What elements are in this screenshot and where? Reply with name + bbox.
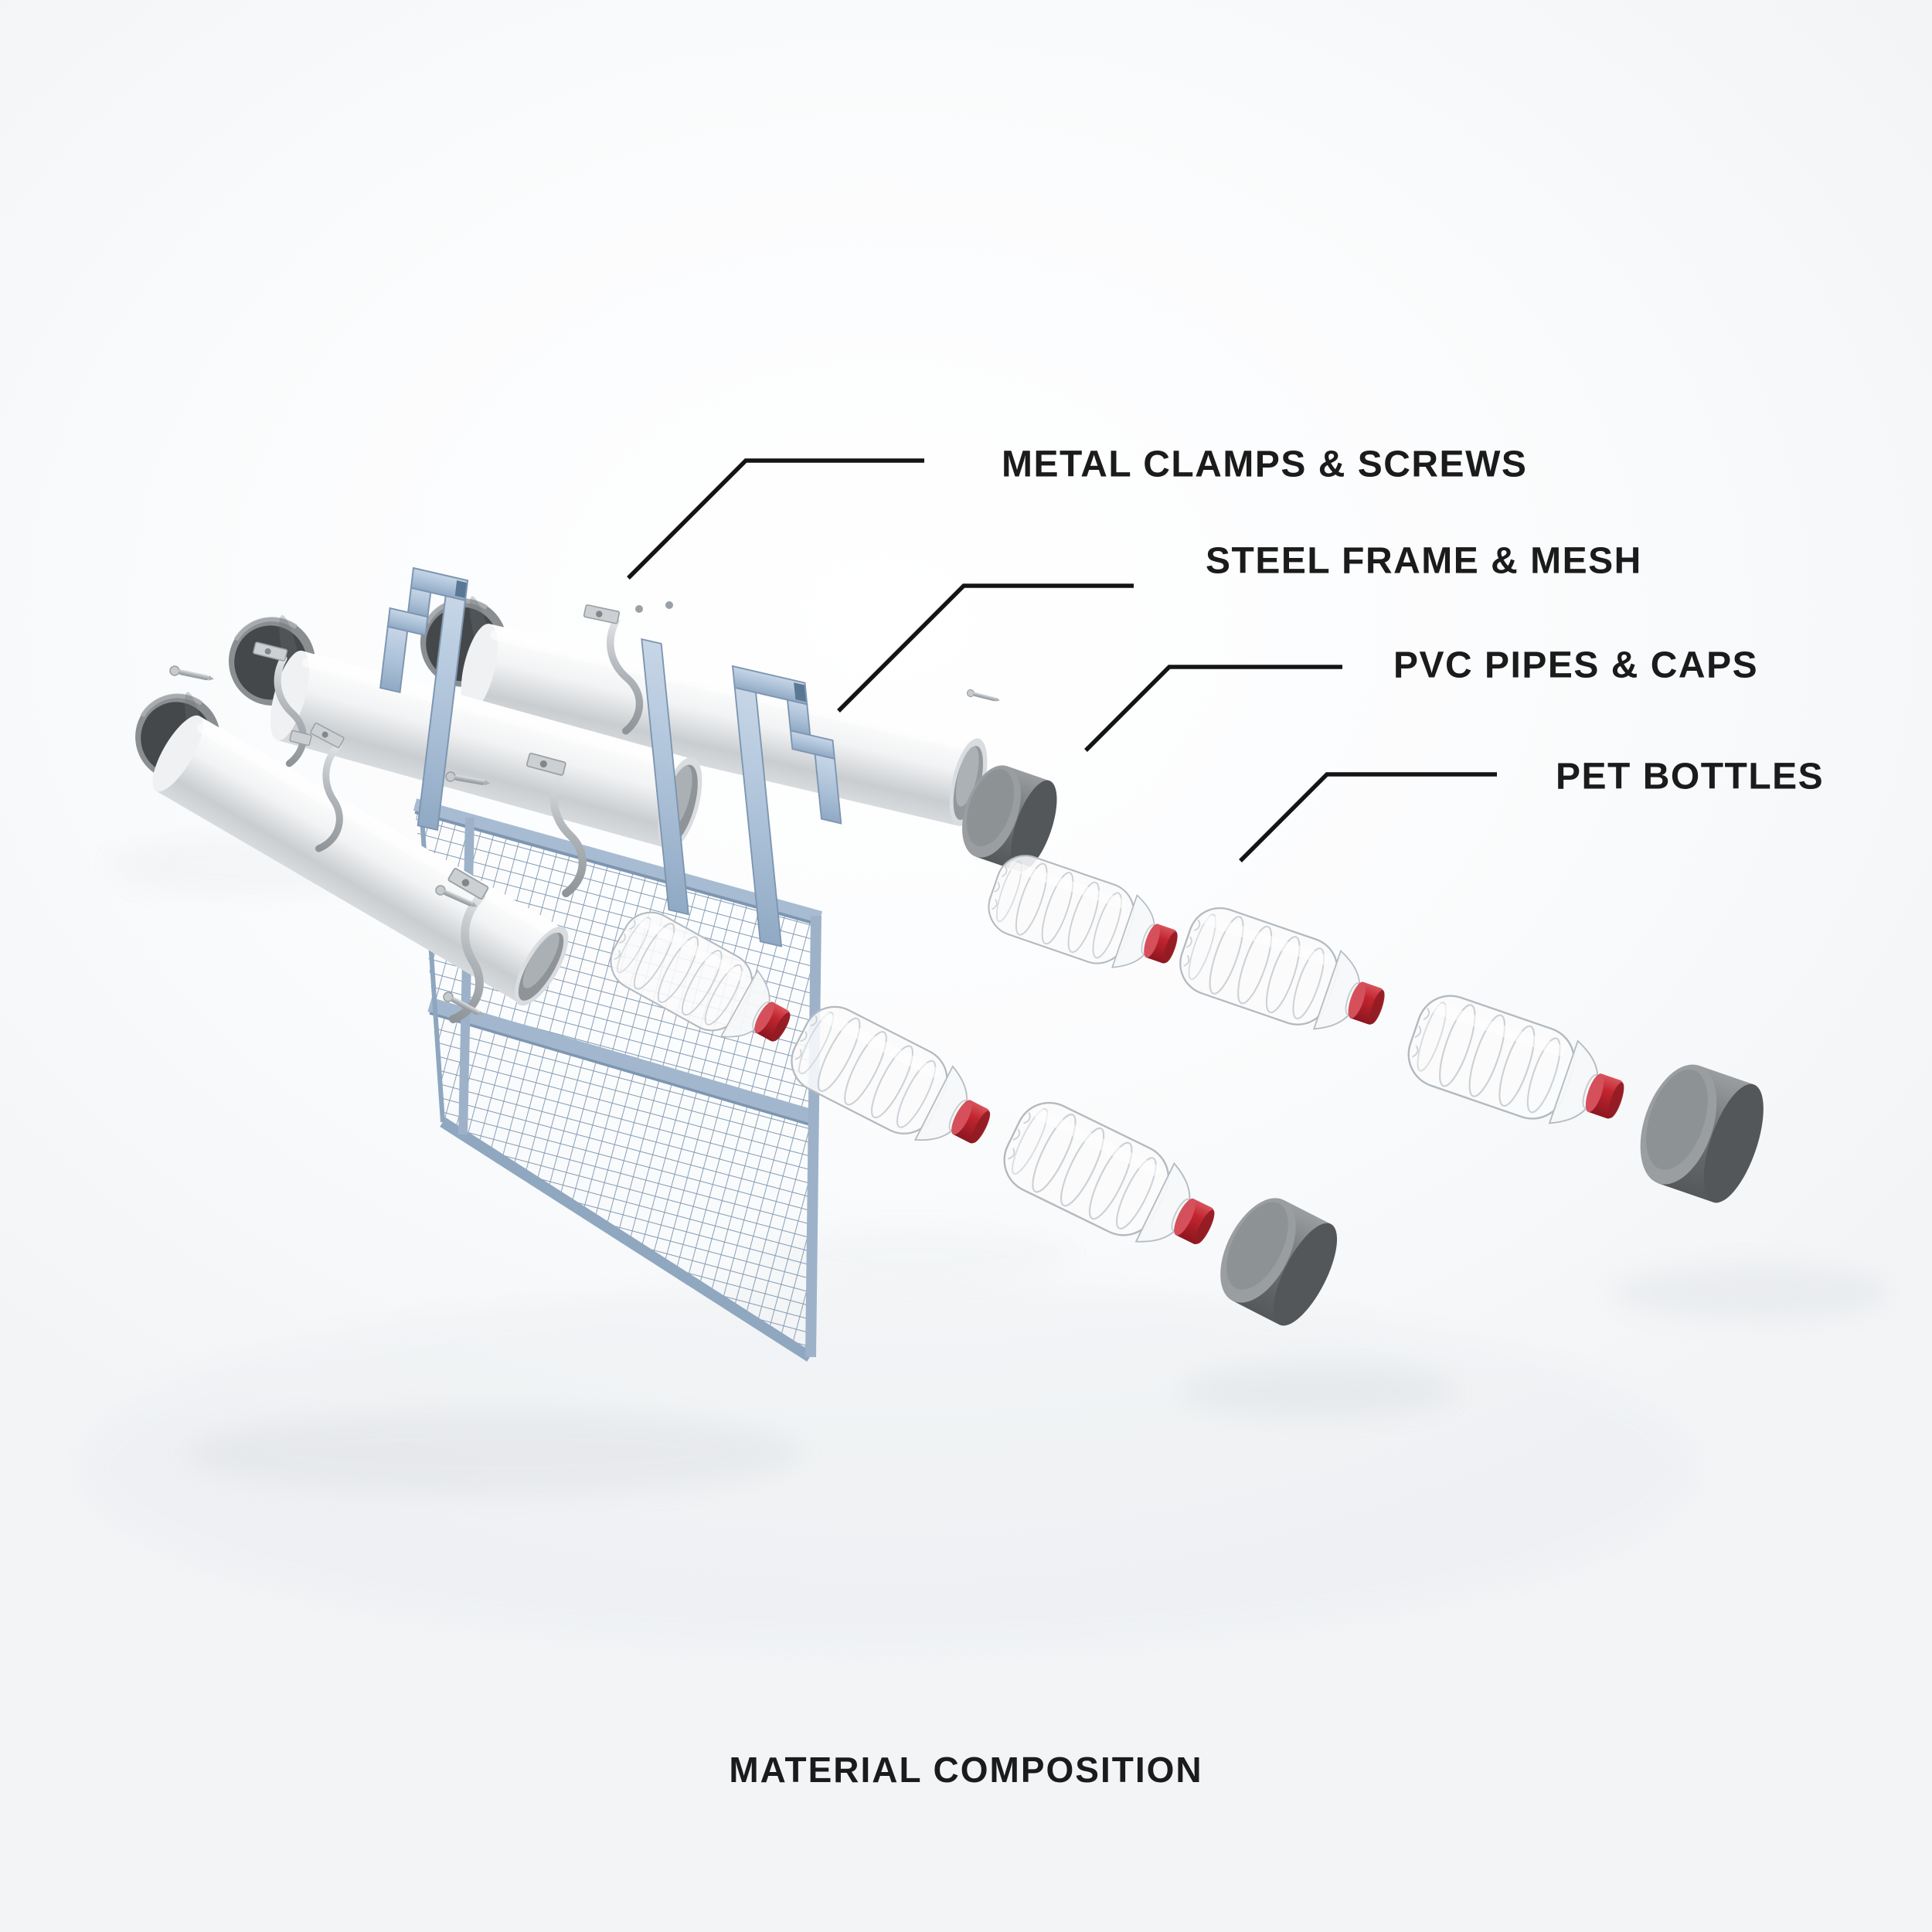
screw	[168, 665, 216, 685]
callout-label-metal-clamps-screws: METAL CLAMPS & SCREWS	[1002, 444, 1528, 485]
mesh-top-rail	[413, 798, 823, 923]
callout-label-pvc-pipes-caps: PVC PIPES & CAPS	[1393, 645, 1759, 686]
steel-hook-left	[379, 566, 469, 832]
leader-line-steel-frame-mesh	[837, 583, 1134, 713]
callout-label-steel-frame-mesh: STEEL FRAME & MESH	[1206, 540, 1642, 582]
steel-hook-right	[641, 638, 842, 947]
pet-bottle	[1171, 898, 1397, 1052]
leader-line-pvc-pipes-caps	[1084, 665, 1342, 752]
pet-bottle	[980, 847, 1189, 988]
mesh-hanger-post	[458, 817, 474, 1135]
leader-line-metal-clamps-screws	[627, 458, 924, 580]
page-title: MATERIAL COMPOSITION	[729, 1750, 1203, 1790]
leader-lines	[627, 458, 1497, 862]
mesh-bottom-rail	[440, 1117, 813, 1362]
leader-line-pet-bottles	[1239, 772, 1497, 862]
mounting-bracket	[289, 730, 312, 747]
screw-head	[665, 601, 673, 609]
mesh-mid-rail	[427, 997, 817, 1125]
floor-shadows	[77, 835, 1889, 1654]
mesh-right-post	[805, 915, 821, 1358]
metal-clamps-and-screws	[168, 601, 1002, 1024]
pipe-end-cap-gray	[1625, 1054, 1776, 1210]
screw	[965, 688, 1002, 705]
pet-bottle	[1398, 985, 1638, 1147]
callout-label-pet-bottles: PET BOTTLES	[1556, 756, 1825, 798]
screw-head	[635, 605, 643, 613]
